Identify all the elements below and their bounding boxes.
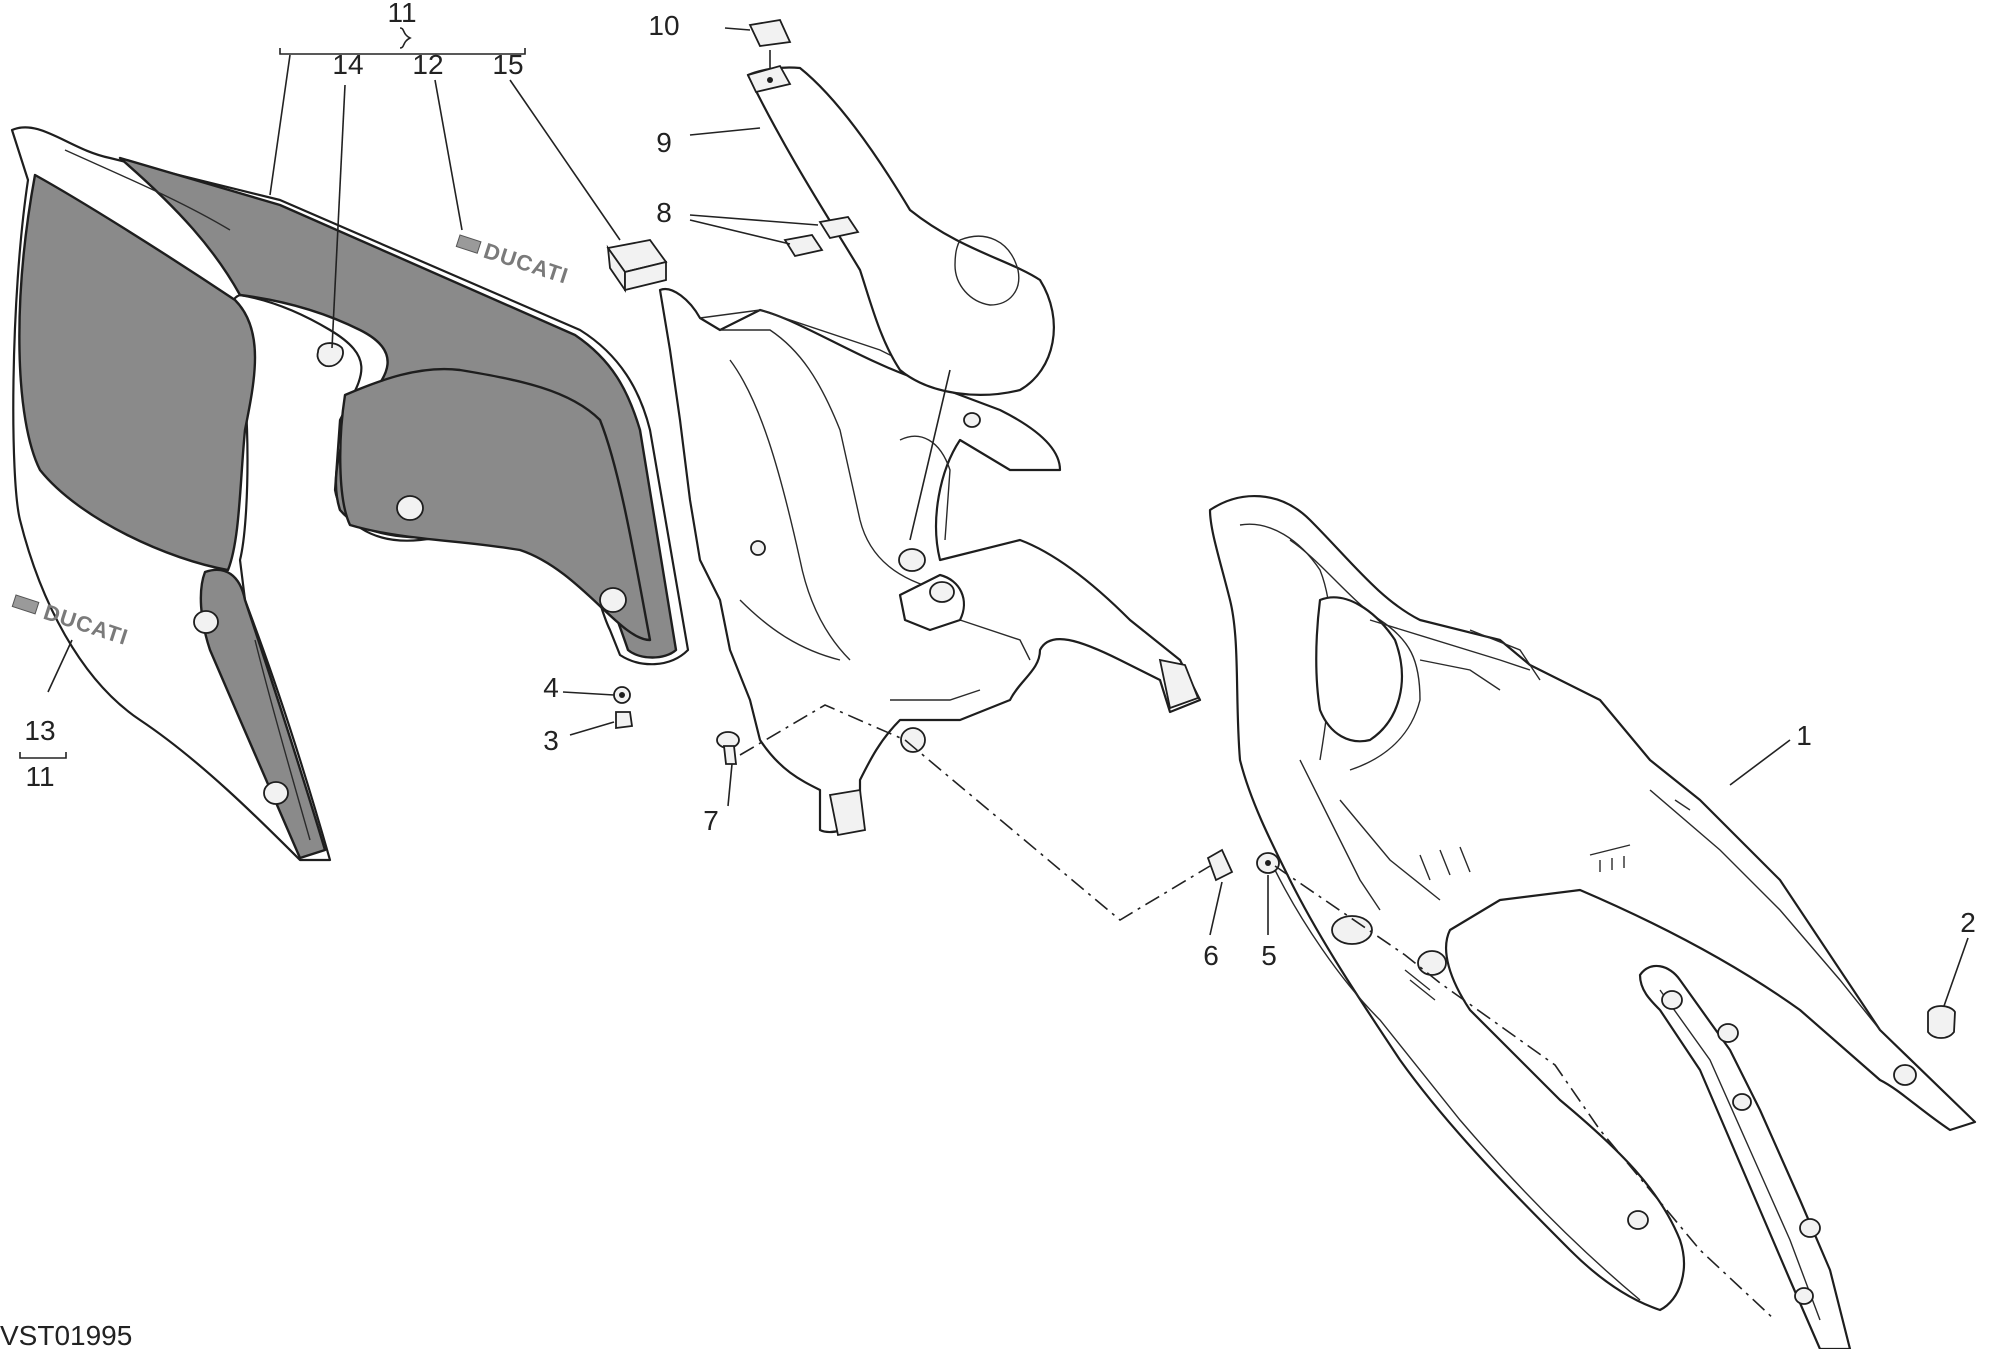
assembly-line — [739, 704, 1211, 921]
svg-text:DUCATI: DUCATI — [481, 238, 572, 289]
callout-14: 14 — [332, 49, 363, 80]
screw-part-3 — [615, 711, 634, 730]
seat-cover-part-9 — [746, 64, 1055, 396]
grommet-part-2 — [1927, 1005, 1956, 1039]
callout-7: 7 — [703, 805, 719, 836]
side-panel-part-11 — [10, 126, 690, 862]
callout-13: 13 — [24, 715, 55, 746]
decal-part-12: DUCATI — [455, 234, 572, 289]
callout-9: 9 — [656, 127, 672, 158]
subframe-part-center — [658, 287, 1202, 837]
pad-part-8b — [783, 234, 824, 258]
screw-part-7 — [716, 731, 740, 765]
callout-5: 5 — [1261, 940, 1277, 971]
callout-1: 1 — [1796, 720, 1812, 751]
pad-part-8a — [818, 216, 860, 240]
assembly-line — [1274, 865, 1776, 1321]
callout-15: 15 — [492, 49, 523, 80]
bracket-part-bottom-right — [1638, 964, 1852, 1349]
callout-2: 2 — [1960, 907, 1976, 938]
clip-part-6 — [1206, 848, 1234, 882]
panel-screw-hole-icon — [599, 587, 627, 613]
diagram-code: VST01995 — [0, 1320, 132, 1349]
callout-11-top: 11 — [387, 0, 416, 28]
leader-lines — [19, 27, 1969, 1007]
callout-3: 3 — [543, 725, 559, 756]
panel-screw-hole-icon — [263, 781, 289, 805]
panel-screw-hole-icon — [193, 610, 219, 634]
callout-11-bottom: 11 — [25, 761, 54, 792]
plug-part-14 — [316, 342, 344, 368]
grommet-part-15 — [606, 239, 668, 293]
callout-4: 4 — [543, 672, 559, 703]
callout-labels: 11 14 12 15 10 9 8 4 3 7 13 11 6 5 1 2 — [24, 0, 1975, 971]
tail-section-part-1 — [1208, 494, 1977, 1312]
callout-8: 8 — [656, 197, 672, 228]
panel-screw-hole-icon — [396, 495, 424, 521]
callout-12: 12 — [412, 49, 443, 80]
callout-10: 10 — [648, 10, 679, 41]
pad-part-10 — [748, 18, 792, 47]
callout-6: 6 — [1203, 940, 1219, 971]
